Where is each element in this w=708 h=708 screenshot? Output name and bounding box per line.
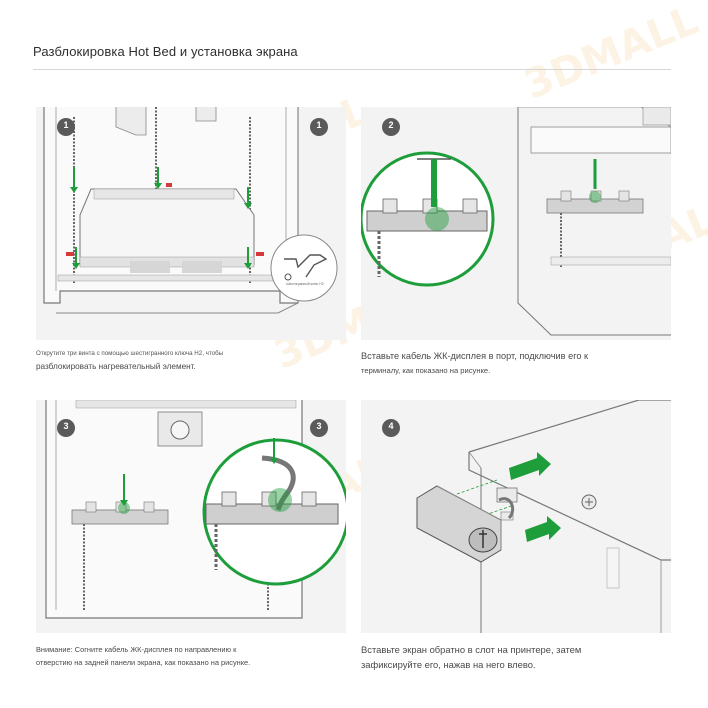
step-badge: 3 bbox=[316, 421, 322, 431]
panel-step-1: 1 1 Шестигранный ключ H2 bbox=[36, 107, 346, 340]
caption-line: Открутите три винта с помощью шестигранн… bbox=[36, 350, 224, 357]
panel-step-3: 3 3 bbox=[36, 400, 346, 633]
caption-step-2: Вставьте кабель ЖК-дисплея в порт, подкл… bbox=[361, 350, 671, 376]
caption-line: Вставьте экран обратно в слот на принтер… bbox=[361, 644, 582, 655]
title-divider bbox=[33, 69, 671, 70]
caption-line: отверстию на задней панели экрана, как п… bbox=[36, 657, 251, 667]
printer-front-hotbed-illustration bbox=[36, 107, 346, 340]
caption-line: зафиксируйте его, нажав на него влево. bbox=[361, 658, 536, 670]
caption-line: терминалу, как показано на рисунке. bbox=[361, 366, 491, 376]
page-title: Разблокировка Hot Bed и установка экрана bbox=[33, 44, 298, 59]
caption-line: разблокировать нагревательный элемент. bbox=[36, 361, 196, 371]
caption-step-3: Внимание: Согните кабель ЖК-дисплея по н… bbox=[36, 645, 346, 668]
caption-step-1: Открутите три винта с помощью шестигранн… bbox=[36, 350, 346, 373]
screen-insert-illustration bbox=[361, 400, 671, 633]
step-badge: 3 bbox=[63, 421, 69, 431]
panel-step-2: 2 bbox=[361, 107, 671, 340]
step-badge: 1 bbox=[316, 120, 322, 130]
step-badge: 1 bbox=[63, 120, 69, 130]
panel-step-4: 4 bbox=[361, 400, 671, 633]
step-badge: 4 bbox=[388, 421, 394, 431]
lcd-cable-bend-illustration bbox=[36, 400, 346, 633]
watermark: 3DMALL bbox=[518, 0, 705, 109]
caption-line: Внимание: Согните кабель ЖК-дисплея по н… bbox=[36, 645, 237, 654]
caption-step-4: Вставьте экран обратно в слот на принтер… bbox=[361, 643, 671, 671]
lcd-cable-port-illustration bbox=[361, 107, 671, 340]
callout-label: Шестигранный ключ H2 bbox=[286, 282, 324, 286]
step-badge: 2 bbox=[388, 120, 394, 130]
caption-line: Вставьте кабель ЖК-дисплея в порт, подкл… bbox=[361, 351, 589, 361]
